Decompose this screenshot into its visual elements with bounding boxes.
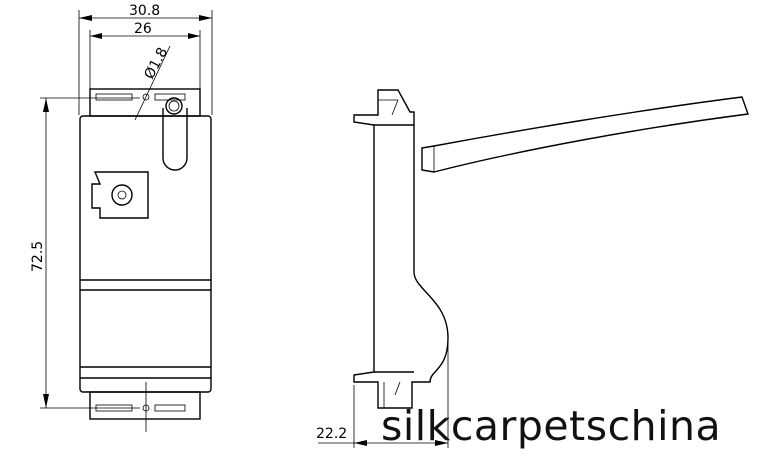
dim-height: 72.5 — [30, 241, 46, 272]
dim-overall-width: 30.8 — [129, 3, 160, 19]
dim-inner-width: 26 — [134, 21, 152, 37]
watermark: silkcarpetschina — [381, 402, 722, 450]
dim-depth: 22.2 — [316, 426, 347, 442]
front-view: 30.8 26 Ø1.8 72.5 — [30, 3, 213, 432]
dim-hole-diameter: Ø1.8 — [141, 45, 171, 82]
side-view: 22.2 — [316, 89, 749, 448]
